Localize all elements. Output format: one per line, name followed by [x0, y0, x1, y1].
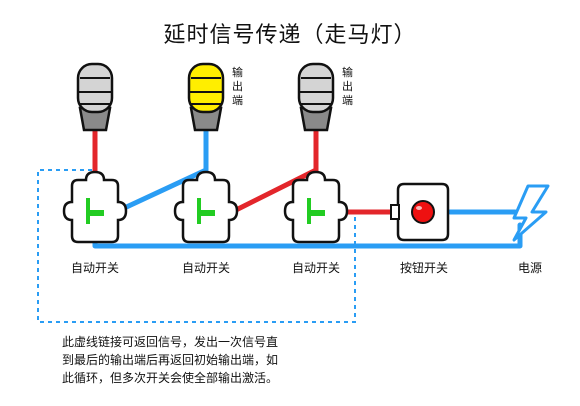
blue-wire-lamp-2 — [117, 125, 209, 213]
lamp-tag-char: 输 — [232, 65, 243, 79]
lamp-tag-char: 输 — [342, 65, 353, 79]
auto-switch-3-icon — [283, 170, 349, 244]
lamp-tag-char: 端 — [232, 94, 243, 107]
lightning-icon — [512, 184, 550, 242]
auto-switch-2-label: 自动开关 — [182, 261, 230, 275]
power-label: 电源 — [518, 261, 542, 275]
note-line-2: 到最后的输出端后再返回初始输出端，如 — [62, 352, 278, 367]
auto-switch-3-label: 自动开关 — [292, 261, 340, 275]
auto-switch-1-label: 自动开关 — [71, 261, 119, 275]
page-title: 延时信号传递（走马灯） — [163, 23, 416, 48]
note-line-1: 此虚线链接可返回信号，发出一次信号直 — [62, 334, 278, 349]
lamp-2-tag: 输出端 — [232, 65, 243, 107]
lamp-3-tag: 输出端 — [342, 65, 353, 107]
push-button-icon — [390, 182, 450, 242]
dashed-return-link — [37, 169, 356, 323]
red-wire-switch2-to-lamp3 — [229, 167, 319, 215]
lamp-2-icon — [187, 62, 225, 132]
button-switch-label: 按钮开关 — [400, 260, 448, 275]
auto-switch-1-icon — [62, 170, 128, 244]
lamp-1-icon — [76, 62, 114, 132]
auto-switch-2-icon — [173, 170, 239, 244]
note-line-3: 此循环，但多次开关会使全部输出激活。 — [62, 370, 278, 385]
lamp-tag-char: 出 — [342, 79, 353, 93]
lamp-tag-char: 端 — [342, 94, 353, 107]
lamp-3-icon — [297, 62, 335, 132]
lamp-tag-char: 出 — [232, 79, 243, 93]
